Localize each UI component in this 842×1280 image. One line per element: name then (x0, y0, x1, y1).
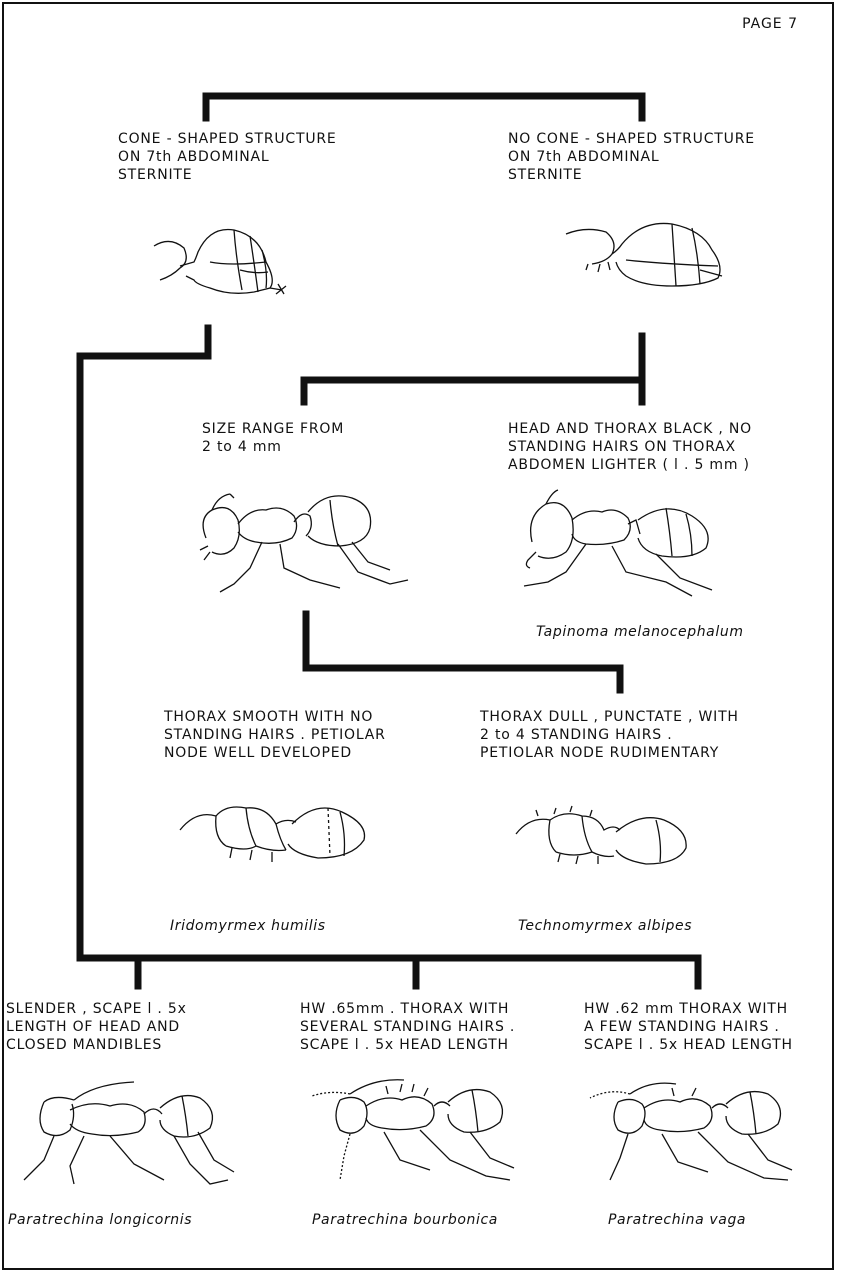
text-line: SCAPE l . 5x HEAD LENGTH (584, 1036, 793, 1054)
couplet1-left-text: CONE - SHAPED STRUCTURE ON 7th ABDOMINAL… (118, 130, 337, 184)
text-line: ON 7th ABDOMINAL (508, 148, 755, 166)
text-line: NODE WELL DEVELOPED (164, 744, 386, 762)
couplet4-b-text: HW .65mm . THORAX WITH SEVERAL STANDING … (300, 1000, 515, 1054)
text-line: A FEW STANDING HAIRS . (584, 1018, 793, 1036)
text-line: STANDING HAIRS . PETIOLAR (164, 726, 386, 744)
text-line: ABDOMEN LIGHTER ( l . 5 mm ) (508, 456, 752, 474)
species-paratrechina-bourbonica: Paratrechina bourbonica (312, 1212, 498, 1228)
text-line: 2 to 4 STANDING HAIRS . (480, 726, 739, 744)
text-line: LENGTH OF HEAD AND (6, 1018, 187, 1036)
abdomen-no-cone-figure (562, 214, 732, 298)
text-line: ON 7th ABDOMINAL (118, 148, 337, 166)
branch-no-cone (304, 336, 642, 402)
text-line: SCAPE l . 5x HEAD LENGTH (300, 1036, 515, 1054)
text-line: STANDING HAIRS ON THORAX (508, 438, 752, 456)
text-line: CONE - SHAPED STRUCTURE (118, 130, 337, 148)
couplet4-c-text: HW .62 mm THORAX WITH A FEW STANDING HAI… (584, 1000, 793, 1054)
abdomen-cone-figure (150, 222, 290, 306)
ant-longicornis-figure (14, 1080, 244, 1194)
couplet2-left-text: SIZE RANGE FROM 2 to 4 mm (202, 420, 344, 456)
text-line: THORAX DULL , PUNCTATE , WITH (480, 708, 739, 726)
text-line: SIZE RANGE FROM (202, 420, 344, 438)
text-line: PETIOLAR NODE RUDIMENTARY (480, 744, 739, 762)
species-iridomyrmex-humilis: Iridomyrmex humilis (170, 918, 326, 934)
text-line: SEVERAL STANDING HAIRS . (300, 1018, 515, 1036)
bracket-couplet-4 (80, 958, 698, 986)
text-line: 2 to 4 mm (202, 438, 344, 456)
ant-bourbonica-figure (300, 1076, 530, 1190)
text-line: HW .65mm . THORAX WITH (300, 1000, 515, 1018)
ant-tapinoma-figure (516, 486, 746, 610)
text-line: NO CONE - SHAPED STRUCTURE (508, 130, 755, 148)
thorax-iridomyrmex-figure (176, 800, 376, 874)
couplet2-right-text: HEAD AND THORAX BLACK , NO STANDING HAIR… (508, 420, 752, 474)
species-paratrechina-vaga: Paratrechina vaga (608, 1212, 746, 1228)
thorax-technomyrmex-figure (510, 808, 700, 882)
text-line: CLOSED MANDIBLES (6, 1036, 187, 1054)
ant-size-range-figure (190, 488, 420, 602)
text-line: STERNITE (508, 166, 755, 184)
couplet4-a-text: SLENDER , SCAPE l . 5x LENGTH OF HEAD AN… (6, 1000, 187, 1054)
text-line: STERNITE (118, 166, 337, 184)
species-tapinoma-melanocephalum: Tapinoma melanocephalum (536, 624, 744, 640)
text-line: SLENDER , SCAPE l . 5x (6, 1000, 187, 1018)
bracket-couplet-1 (206, 96, 642, 118)
text-line: HW .62 mm THORAX WITH (584, 1000, 793, 1018)
text-line: HEAD AND THORAX BLACK , NO (508, 420, 752, 438)
ant-vaga-figure (580, 1076, 810, 1190)
couplet1-right-text: NO CONE - SHAPED STRUCTURE ON 7th ABDOMI… (508, 130, 755, 184)
couplet3-left-text: THORAX SMOOTH WITH NO STANDING HAIRS . P… (164, 708, 386, 762)
species-technomyrmex-albipes: Technomyrmex albipes (518, 918, 692, 934)
couplet3-right-text: THORAX DULL , PUNCTATE , WITH 2 to 4 STA… (480, 708, 739, 762)
species-paratrechina-longicornis: Paratrechina longicornis (8, 1212, 192, 1228)
text-line: THORAX SMOOTH WITH NO (164, 708, 386, 726)
